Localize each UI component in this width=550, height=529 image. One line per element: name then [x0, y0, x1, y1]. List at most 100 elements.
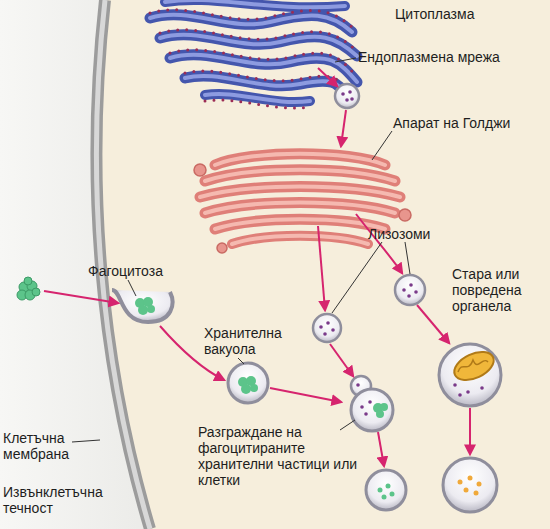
fusing-lysosome-part	[360, 405, 364, 409]
endoplasmic-reticulum-part	[170, 50, 357, 77]
organelle-label: Хранителна вакуола	[204, 325, 300, 357]
lysosome-part	[319, 325, 323, 329]
golgi-apparatus-part	[205, 170, 395, 181]
lysosome	[313, 275, 425, 342]
golgi-apparatus-part	[205, 203, 395, 214]
golgi-apparatus-part	[200, 187, 400, 198]
organelle-label: Лизозоми	[368, 226, 488, 242]
golgi-apparatus-part	[215, 219, 385, 229]
golgi-apparatus-part	[232, 236, 368, 244]
region-label: Цитоплазма	[395, 6, 545, 22]
lysosome-part	[407, 294, 411, 298]
transport-vesicle-part	[350, 97, 354, 101]
process-arrow-part	[270, 388, 341, 402]
food-particle	[17, 277, 40, 300]
leader-line	[72, 58, 410, 442]
phagocytosis-pocket	[112, 290, 172, 322]
endoplasmic-reticulum-part	[150, 10, 352, 27]
lysosome-part	[313, 314, 341, 342]
structure-label: Клетъчна мембрана	[3, 430, 93, 462]
lysosome-part	[395, 275, 425, 305]
endoplasmic-reticulum-part	[150, 15, 352, 32]
transport-vesicle-part	[345, 98, 349, 102]
leader-line-part	[340, 420, 355, 430]
process-arrow-part	[44, 291, 118, 303]
digested-vacuole-part	[366, 470, 406, 510]
process-arrow-part	[318, 226, 325, 310]
transport-vesicle-part	[341, 92, 345, 96]
fusing-lysosome-part	[376, 410, 384, 418]
food-particle-part	[32, 288, 40, 296]
food-vacuole-part	[241, 384, 251, 394]
transport-vesicle-part	[335, 84, 359, 108]
golgi-apparatus-part	[205, 170, 395, 181]
process-arrow-part	[341, 110, 346, 146]
food-vacuole-part	[228, 363, 268, 403]
digested-vacuole	[366, 470, 406, 510]
golgi-apparatus-part	[200, 187, 400, 198]
fusing-lysosome-part	[368, 400, 372, 404]
autophagy-vesicle-part	[458, 360, 488, 372]
transport-vesicle	[335, 84, 359, 108]
autophagy-vesicle-part	[450, 346, 498, 386]
fusing-lysosome	[351, 376, 393, 431]
autophagy-vesicle-part	[443, 458, 497, 512]
golgi-apparatus-part	[215, 154, 385, 165]
golgi-apparatus-part	[194, 164, 206, 176]
golgi-apparatus-part	[215, 154, 385, 165]
leader-line-part	[238, 358, 244, 364]
leader-line-part	[335, 58, 356, 62]
leader-line-part	[405, 242, 410, 274]
digested-vacuole-part	[390, 492, 395, 497]
organelle-label: Апарат на Голджи	[393, 115, 548, 131]
phagocytosis-pocket-part	[112, 290, 172, 322]
golgi-apparatus-part	[205, 203, 395, 214]
endoplasmic-reticulum	[150, 0, 357, 108]
food-vacuole	[228, 363, 268, 403]
autophagy-vesicle	[439, 344, 501, 512]
golgi-apparatus-part	[399, 209, 411, 221]
phagocytosis-pocket-part	[147, 305, 155, 313]
organelle-label: Ендоплазмена мрежа	[358, 49, 548, 65]
process-arrow-part	[417, 305, 449, 343]
process-arrow-part	[469, 408, 471, 454]
autophagy-vesicle-part	[468, 476, 473, 481]
phagocytosis-pocket-part	[138, 305, 148, 315]
process-label: Разграждане на фагоцитираните хранителни…	[198, 424, 366, 488]
digested-vacuole-part	[378, 488, 383, 493]
food-vacuole-part	[250, 384, 258, 392]
process-arrow-part	[378, 432, 384, 466]
autophagy-vesicle-part	[458, 393, 462, 397]
process-arrow-part	[318, 68, 337, 86]
autophagy-vesicle-part	[466, 390, 470, 394]
golgi-apparatus-part	[232, 236, 368, 244]
fusing-lysosome-part	[380, 403, 388, 411]
leader-line-part	[372, 131, 392, 160]
digested-vacuole-part	[382, 495, 387, 500]
region-label: Извънклетъчна течност	[3, 484, 123, 516]
endoplasmic-reticulum-part	[205, 94, 310, 102]
endoplasmic-reticulum-part	[205, 94, 310, 102]
fusing-lysosome-part	[351, 389, 393, 431]
process-arrow-part	[330, 344, 353, 376]
transport-vesicle-part	[348, 90, 352, 94]
autophagy-vesicle-part	[464, 488, 469, 493]
digested-vacuole-part	[386, 484, 391, 489]
lysosome-part	[402, 288, 406, 292]
endoplasmic-reticulum-part	[165, 0, 345, 7]
leader-line-part	[128, 280, 136, 296]
endoplasmic-reticulum-part	[165, 0, 345, 7]
leader-line-part	[332, 242, 382, 313]
lysosome-part	[331, 328, 335, 332]
organelle-label: Стара или повредена органела	[452, 266, 548, 314]
endoplasmic-reticulum-part	[205, 100, 310, 108]
golgi-apparatus-part	[217, 243, 227, 253]
fusing-lysosome-part	[364, 412, 368, 416]
autophagy-vesicle-part	[453, 383, 457, 387]
fusing-lysosome-part	[356, 383, 360, 387]
food-particle-part	[24, 277, 32, 285]
process-label: Фагоцитоза	[88, 263, 208, 279]
